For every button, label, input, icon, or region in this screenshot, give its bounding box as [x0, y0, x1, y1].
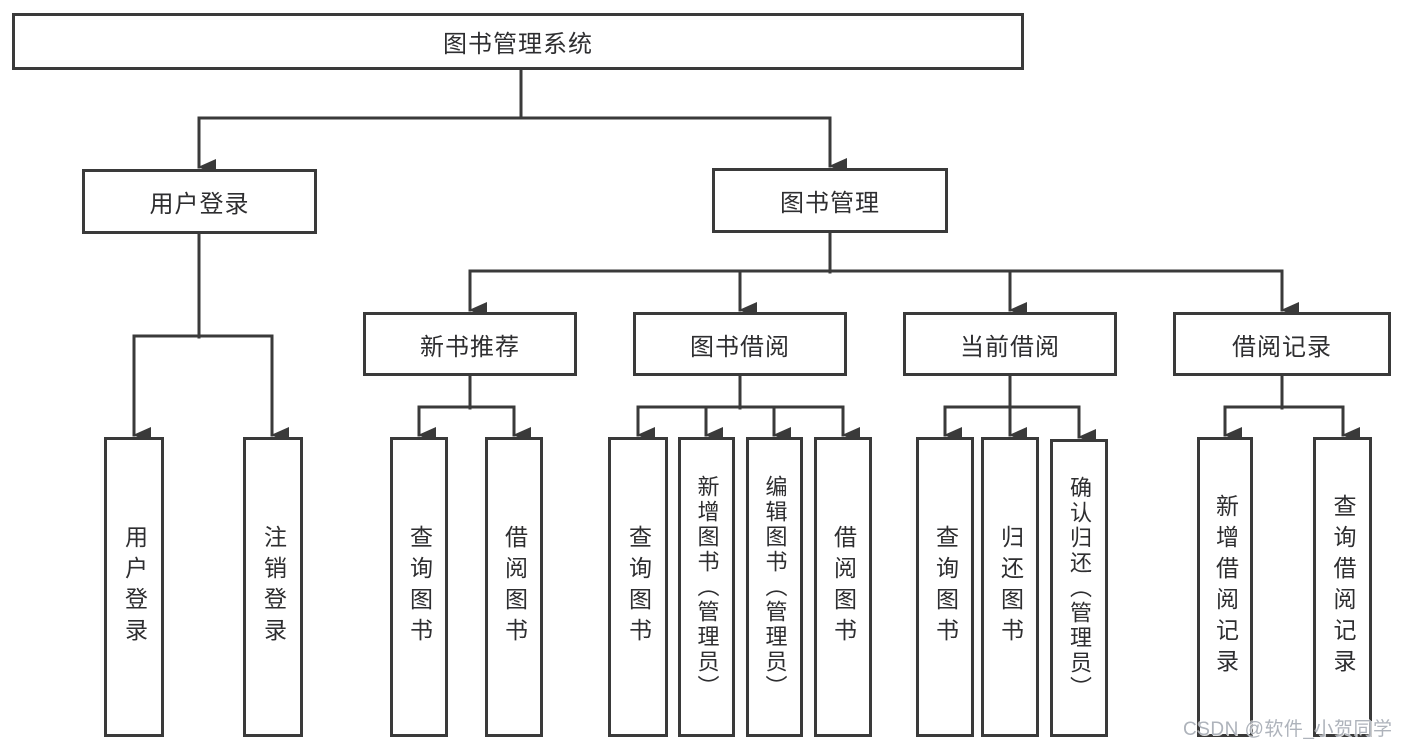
leaf-return-books-label: 归还图书	[997, 525, 1024, 649]
node-book-management: 图书管理	[712, 168, 948, 233]
leaf-recommend-borrow-books-label: 借阅图书	[501, 525, 528, 649]
wires-book-management-sections	[468, 231, 1299, 318]
node-root: 图书管理系统	[12, 13, 1024, 70]
wires-new-book-children	[417, 374, 531, 443]
node-new-book-recommend-label: 新书推荐	[420, 333, 520, 361]
node-current-borrow: 当前借阅	[903, 312, 1117, 376]
leaf-query-borrow-record-label: 查询借阅记录	[1330, 494, 1356, 680]
leaf-recommend-query-books-label: 查询图书	[406, 525, 433, 649]
node-book-management-label: 图书管理	[780, 190, 880, 217]
leaf-add-borrow-record: 新增借阅记录	[1197, 437, 1253, 737]
node-borrow-records: 借阅记录	[1173, 312, 1391, 376]
leaf-borrow-books: 借阅图书	[814, 437, 872, 737]
leaf-current-query-books-label: 查询图书	[932, 525, 959, 649]
leaf-add-borrow-record-label: 新增借阅记录	[1212, 494, 1239, 680]
wires-current-borrow-children	[943, 374, 1096, 445]
leaf-borrow-query-books-label: 查询图书	[625, 525, 652, 649]
leaf-confirm-return-admin: 确认归还（管理员）	[1050, 439, 1108, 737]
leaf-return-books: 归还图书	[981, 437, 1039, 737]
leaf-recommend-query-books: 查询图书	[390, 437, 448, 737]
wires-root-to-level2	[197, 68, 847, 175]
leaf-borrow-books-label: 借阅图书	[830, 525, 857, 649]
leaf-add-books-admin: 新增图书（管理员）	[678, 437, 735, 737]
node-user-login-label: 用户登录	[149, 191, 250, 218]
leaf-user-login-label: 用户登录	[121, 525, 148, 649]
node-new-book-recommend: 新书推荐	[363, 312, 577, 376]
leaf-user-login: 用户登录	[104, 437, 164, 737]
wires-user-login-children	[132, 232, 289, 443]
leaf-logout-label: 注销登录	[260, 525, 287, 649]
leaf-recommend-borrow-books: 借阅图书	[485, 437, 543, 737]
node-borrow-records-label: 借阅记录	[1232, 333, 1332, 361]
node-book-borrow: 图书借阅	[633, 312, 847, 376]
leaf-current-query-books: 查询图书	[916, 437, 974, 737]
leaf-borrow-query-books: 查询图书	[608, 437, 668, 737]
node-current-borrow-label: 当前借阅	[960, 333, 1060, 361]
wires-borrow-records-children	[1223, 374, 1360, 443]
node-user-login: 用户登录	[82, 169, 317, 234]
leaf-edit-books-admin-label: 编辑图书（管理员）	[762, 474, 788, 700]
leaf-query-borrow-record: 查询借阅记录	[1313, 437, 1372, 737]
wires-book-borrow-children	[636, 374, 860, 443]
leaf-add-books-admin-label: 新增图书（管理员）	[694, 474, 720, 700]
node-book-borrow-label: 图书借阅	[690, 333, 790, 361]
leaf-edit-books-admin: 编辑图书（管理员）	[746, 437, 803, 737]
leaf-confirm-return-admin-label: 确认归还（管理员）	[1067, 475, 1092, 701]
node-root-label: 图书管理系统	[443, 31, 593, 58]
leaf-logout: 注销登录	[243, 437, 303, 737]
